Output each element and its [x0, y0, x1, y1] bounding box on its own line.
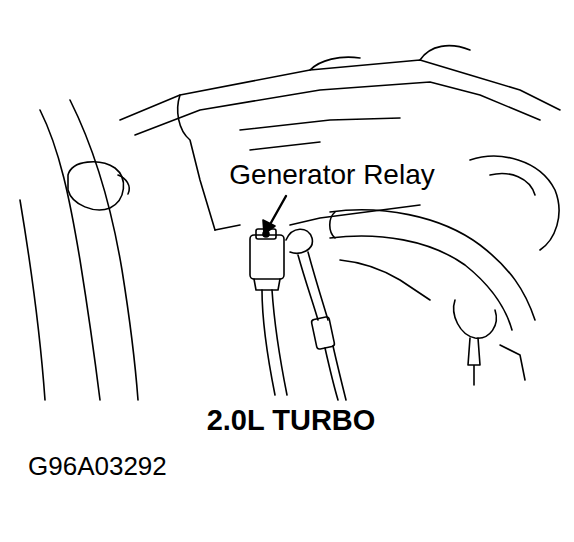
- wire: [500, 345, 525, 380]
- figure-number: G96A03292: [28, 452, 167, 481]
- pipe: [20, 200, 45, 400]
- wire: [272, 290, 287, 395]
- hose-outline: [330, 236, 512, 330]
- wire: [325, 346, 346, 400]
- caption: 2.0L TURBO: [207, 405, 376, 437]
- hose-outline: [70, 100, 138, 400]
- wire: [298, 252, 328, 320]
- sensor: [454, 300, 497, 338]
- housing: [470, 156, 559, 250]
- harness-connector: [286, 229, 312, 253]
- hose-outline: [330, 210, 535, 320]
- engine-block: [120, 60, 560, 120]
- relay-body: [250, 235, 284, 279]
- leader-arrowhead: [263, 220, 275, 234]
- engine-block: [178, 95, 215, 230]
- sensor: [468, 338, 480, 385]
- hose-clamp: [118, 175, 129, 194]
- wire-sleeve: [311, 316, 335, 349]
- hose-outline: [40, 110, 100, 400]
- hose-end: [330, 212, 335, 238]
- wire: [340, 260, 430, 300]
- hose-clamp: [68, 162, 124, 210]
- engine-block: [215, 205, 420, 230]
- part-label: Generator Relay: [226, 160, 437, 191]
- housing: [490, 174, 535, 195]
- engine-block: [310, 46, 470, 70]
- engine-block: [135, 82, 540, 135]
- relay-connector: [254, 279, 280, 290]
- engine-block: [240, 118, 400, 150]
